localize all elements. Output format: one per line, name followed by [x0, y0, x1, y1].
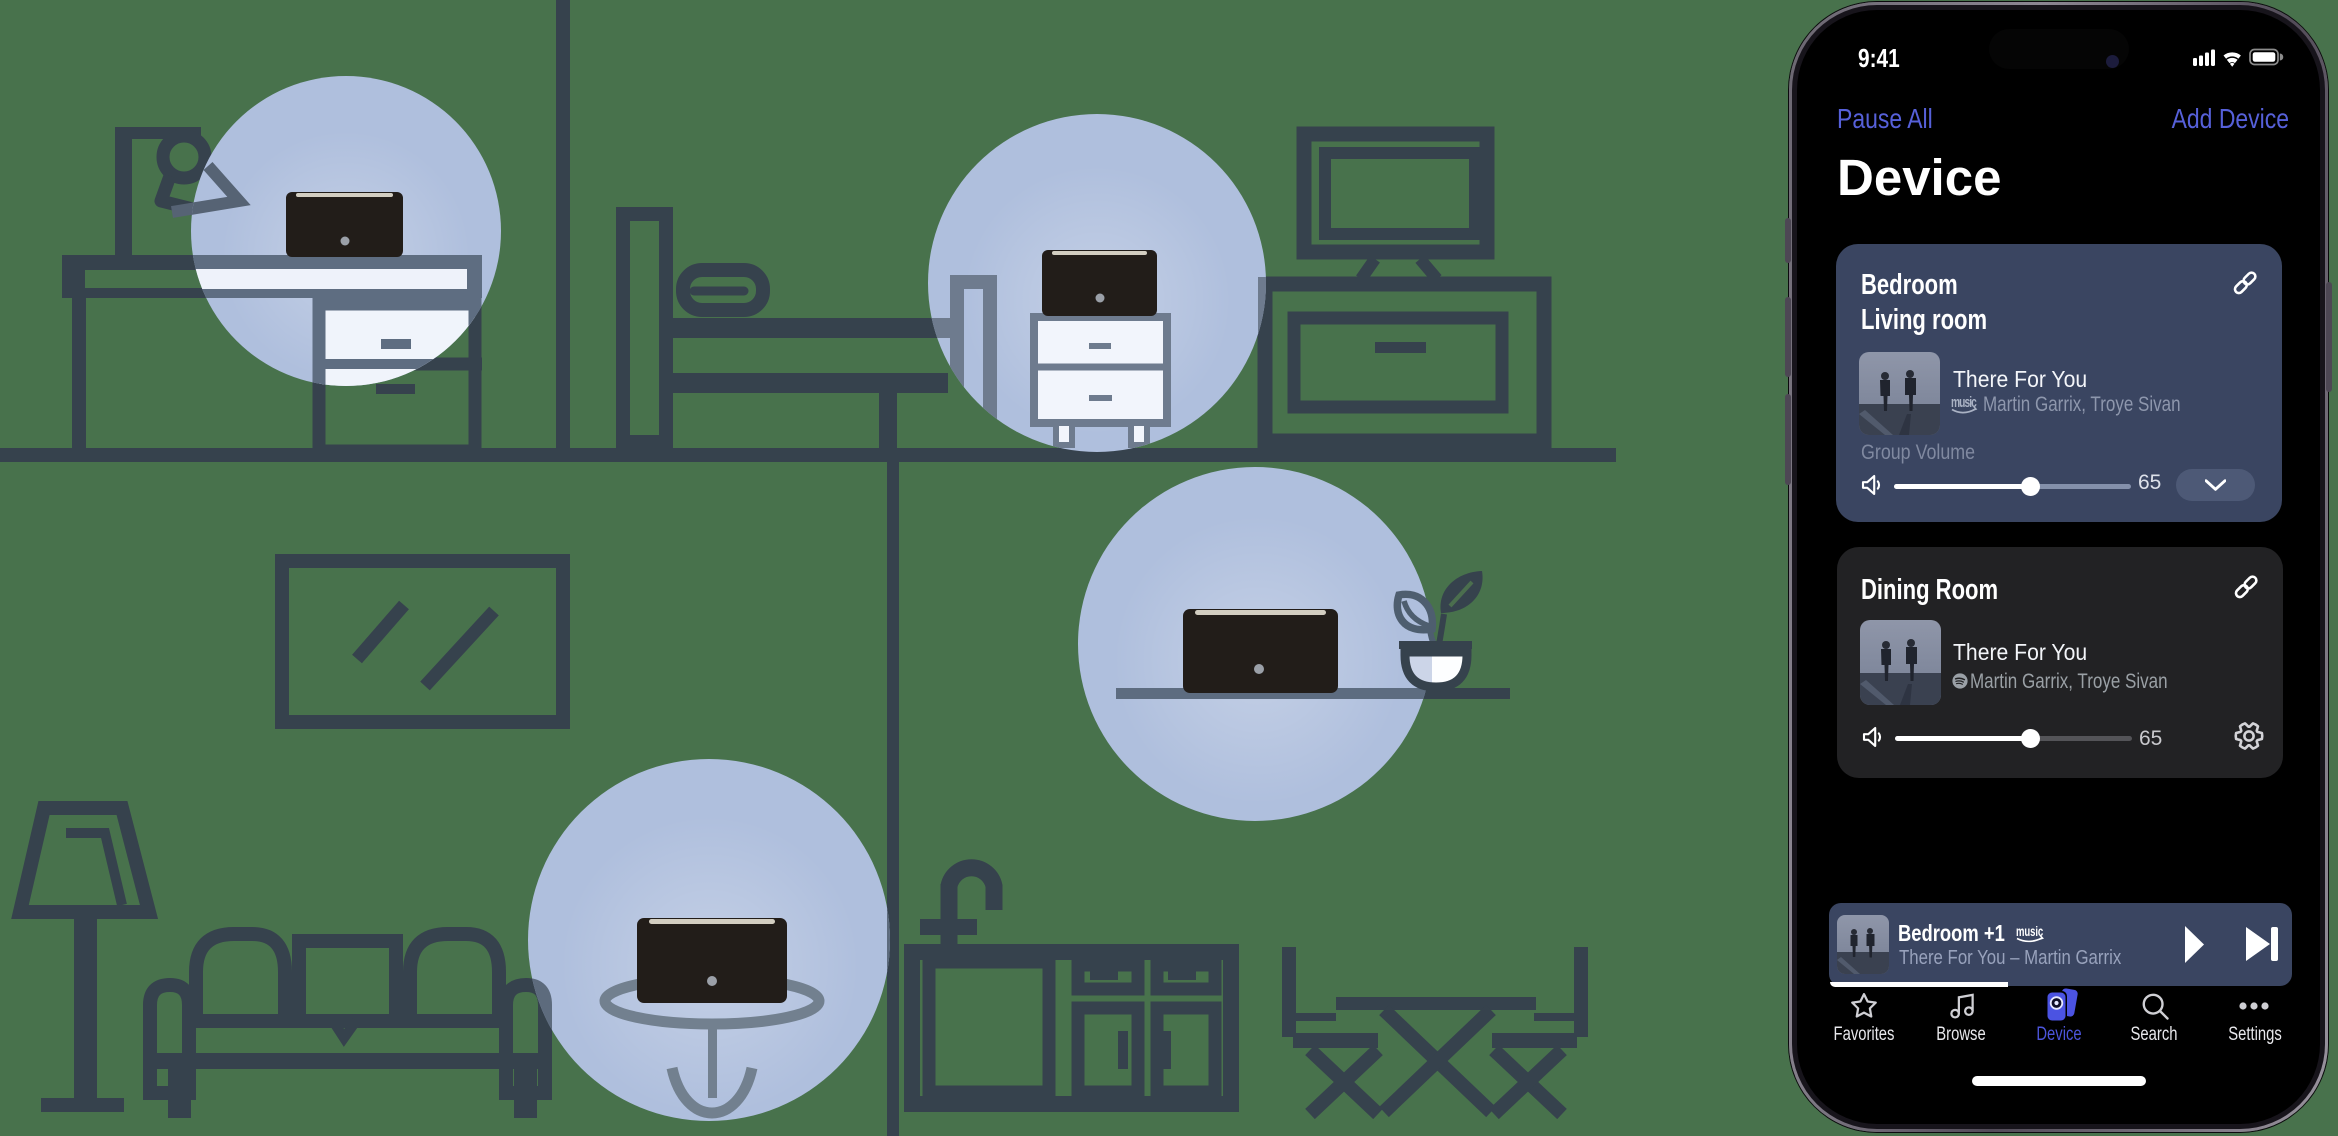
svg-text:music: music [2016, 926, 2043, 940]
svg-text:music: music [1951, 396, 1977, 411]
